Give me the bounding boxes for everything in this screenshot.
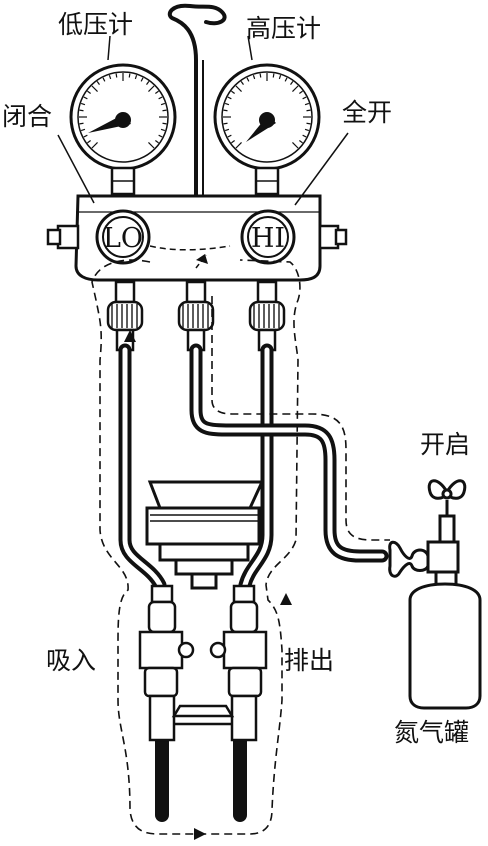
- gauge-tick: [306, 122, 311, 125]
- gauge-tick: [87, 90, 91, 94]
- gauge-tick: [148, 85, 155, 92]
- gauge-tick: [87, 140, 91, 144]
- gauge-tick: [231, 90, 235, 94]
- label-nitrogen-tank: 氮气罐: [394, 718, 470, 747]
- label-closed: 闭合: [2, 102, 53, 131]
- gauge-tick: [272, 73, 275, 78]
- gauge-tick: [96, 81, 100, 85]
- gauge-tick: [223, 109, 228, 112]
- gauge-tick: [299, 140, 303, 144]
- gauge-tick: [227, 96, 232, 100]
- gauge-tick: [235, 85, 242, 92]
- gauge-tick: [299, 90, 303, 94]
- gauge-tick: [231, 140, 235, 144]
- gauge-tick: [292, 85, 299, 92]
- gauge-tick: [140, 77, 144, 82]
- gauge-tick: [148, 142, 155, 149]
- gauge-tick: [290, 81, 294, 85]
- gauge-tick: [80, 128, 86, 132]
- label-open: 开启: [420, 430, 471, 459]
- hoses: [118, 343, 389, 822]
- label-suction: 吸入: [46, 646, 97, 675]
- gauge-tick: [292, 142, 299, 149]
- service-valves: [138, 584, 268, 742]
- gauge-tick: [146, 81, 150, 85]
- gauge-tick: [91, 85, 98, 92]
- gauge-tick: [224, 128, 230, 132]
- nitrogen-tank: [388, 514, 482, 710]
- gauge-tick: [259, 73, 262, 78]
- tank-valve-handle[interactable]: [427, 479, 467, 516]
- gauge-tick: [102, 77, 106, 82]
- label-high-gauge: 高压计: [246, 14, 322, 43]
- gauge-tick: [115, 73, 118, 78]
- gauge-tick: [128, 73, 131, 78]
- label-low-gauge: 低压计: [58, 10, 134, 39]
- gauge-tick: [162, 122, 167, 125]
- gauge-tick: [227, 134, 232, 138]
- gauge-tick: [158, 96, 163, 100]
- lo-valve-label: LO: [103, 223, 143, 254]
- hi-valve-knob[interactable]: HI: [240, 209, 296, 265]
- flow-arrows: [124, 254, 292, 840]
- gauge-tick: [246, 77, 250, 82]
- gauge-tick: [304, 102, 310, 106]
- gauge-tick: [155, 90, 159, 94]
- gauge-tick: [83, 96, 88, 100]
- hanging-hook: [167, 3, 227, 200]
- gauge-tick: [79, 122, 84, 125]
- compressor-unit: [145, 480, 265, 590]
- gauge-tick: [284, 77, 288, 82]
- gauge-tick: [80, 102, 86, 106]
- gauge-tick: [160, 128, 166, 132]
- gauge-tick: [235, 142, 242, 149]
- manifold-body: [46, 194, 348, 282]
- label-discharge: 排出: [284, 646, 335, 675]
- gauge-tick: [108, 74, 112, 80]
- high-pressure-gauge: [213, 63, 321, 196]
- gauge-tick: [240, 81, 244, 85]
- label-fully-open: 全开: [342, 98, 393, 127]
- gauge-tick: [162, 109, 167, 112]
- gauge-tick: [304, 128, 310, 132]
- hi-valve-label: HI: [251, 223, 285, 254]
- gauge-tick: [302, 134, 307, 138]
- gauge-tick: [223, 122, 228, 125]
- gauge-tick: [134, 74, 138, 80]
- gauge-tick: [79, 109, 84, 112]
- gauge-tick: [158, 134, 163, 138]
- leader-lines: [57, 35, 349, 206]
- gauge-tick: [155, 140, 159, 144]
- gauge-tick: [302, 96, 307, 100]
- lo-valve-knob[interactable]: LO: [95, 209, 151, 265]
- nitrogen-flow-path: [91, 259, 390, 835]
- gauge-tick: [252, 74, 256, 80]
- low-pressure-gauge: [69, 63, 177, 196]
- gauge-tick: [306, 109, 311, 112]
- gauge-tick: [278, 74, 282, 80]
- gauge-tick: [91, 142, 98, 149]
- gauge-tick: [83, 134, 88, 138]
- gauge-tick: [224, 102, 230, 106]
- gauge-tick: [160, 102, 166, 106]
